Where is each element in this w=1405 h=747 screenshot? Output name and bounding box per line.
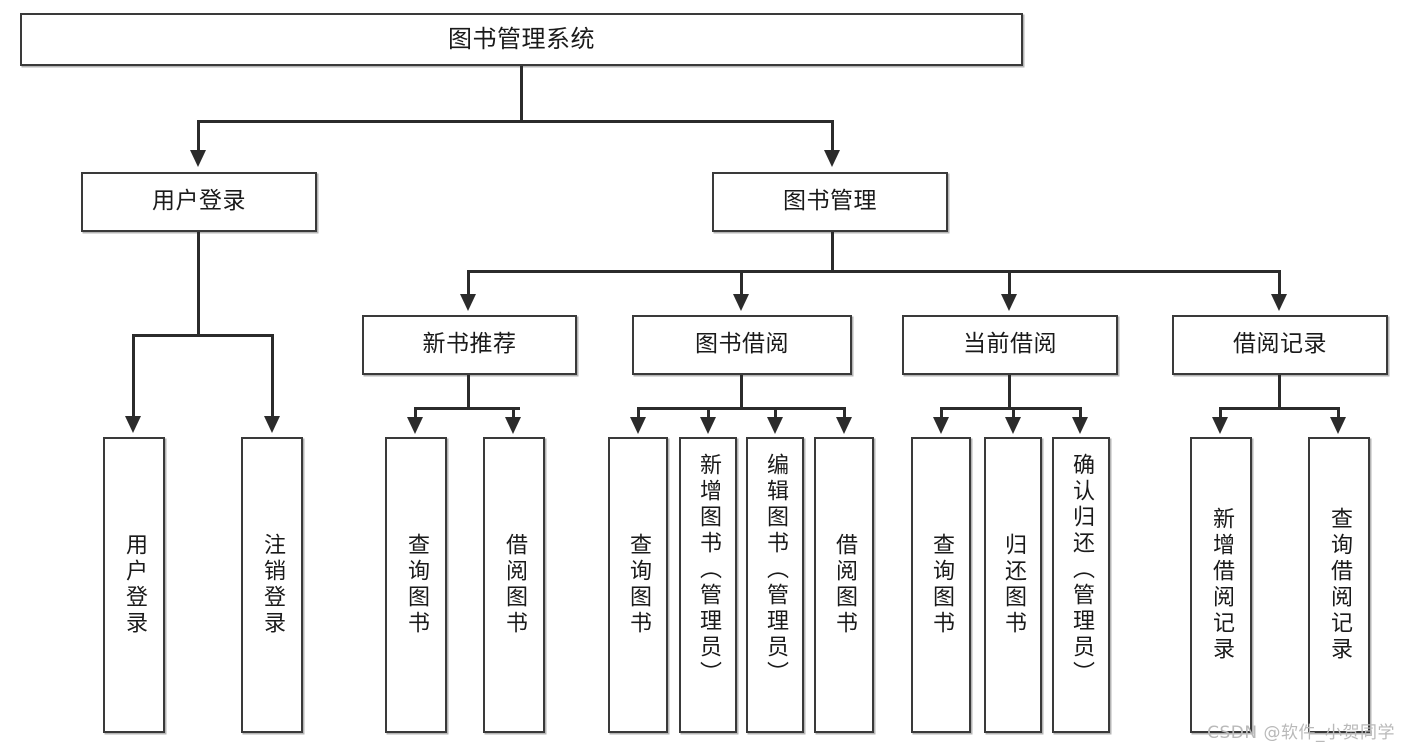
node-leaf-borrow-book-2[interactable]: 借阅图书 [814, 437, 874, 733]
node-leaf-borrow-book-2-label: 借阅图书 [832, 533, 857, 637]
node-leaf-query-borrow-record[interactable]: 查询借阅记录 [1308, 437, 1370, 733]
connector-book-borrow-stem [740, 375, 743, 409]
arrowhead-current-borrow-leaf-1 [933, 417, 949, 434]
connector-current-borrow-to-leaf-1 [940, 407, 943, 419]
node-new-book-recommend[interactable]: 新书推荐 [362, 315, 577, 375]
arrowhead-book-borrow-leaf-4 [836, 417, 852, 434]
arrowhead-book-borrow-leaf-2 [700, 417, 716, 434]
connector-user-login-bus [132, 334, 274, 337]
connector-new-book-bus [414, 407, 520, 410]
node-leaf-logout-login[interactable]: 注销登录 [241, 437, 303, 733]
connector-bm-to-book-borrow [740, 270, 743, 296]
node-borrow-record-label: 借阅记录 [1233, 331, 1327, 358]
arrowhead-borrow-record-leaf-1 [1212, 417, 1228, 434]
connector-root-bus [197, 120, 834, 123]
node-root-system[interactable]: 图书管理系统 [20, 13, 1023, 66]
arrowhead-bm-book-borrow [733, 294, 749, 311]
node-leaf-query-book-2-label: 查询图书 [626, 533, 651, 637]
arrowhead-current-borrow-leaf-2 [1005, 417, 1021, 434]
node-leaf-return-book[interactable]: 归还图书 [984, 437, 1042, 733]
node-leaf-confirm-return-admin-label: 确认归还（管理员） [1069, 453, 1094, 687]
connector-current-borrow-bus [940, 407, 1082, 410]
arrowhead-current-borrow-leaf-3 [1072, 417, 1088, 434]
connector-book-borrow-to-leaf-1 [637, 407, 640, 419]
arrowhead-root-to-user-login [190, 150, 206, 167]
arrowhead-bm-borrow-record [1271, 294, 1287, 311]
arrowhead-user-login-leaf-1 [125, 416, 141, 433]
node-leaf-add-book-admin-label: 新增图书（管理员） [696, 453, 721, 687]
node-leaf-query-book-3-label: 查询图书 [929, 533, 954, 637]
arrowhead-book-borrow-leaf-1 [630, 417, 646, 434]
node-leaf-query-book-1[interactable]: 查询图书 [385, 437, 447, 733]
connector-root-stem [520, 66, 523, 120]
connector-borrow-record-to-leaf-2 [1337, 407, 1340, 419]
node-current-borrow-label: 当前借阅 [963, 331, 1057, 358]
node-leaf-logout-login-label: 注销登录 [260, 533, 285, 637]
connector-user-login-stem [197, 232, 200, 336]
connector-bm-to-current-borrow [1008, 270, 1011, 296]
node-leaf-return-book-label: 归还图书 [1001, 533, 1026, 637]
connector-book-borrow-to-leaf-4 [843, 407, 846, 419]
node-leaf-user-login-label: 用户登录 [122, 533, 147, 637]
node-leaf-user-login[interactable]: 用户登录 [103, 437, 165, 733]
node-leaf-query-book-2[interactable]: 查询图书 [608, 437, 668, 733]
connector-book-borrow-bus [637, 407, 845, 410]
connector-current-borrow-to-leaf-3 [1079, 407, 1082, 419]
connector-new-book-stem [467, 375, 470, 409]
csdn-watermark: CSDN @软件_小贺同学 [1207, 723, 1395, 743]
connector-book-management-stem [831, 232, 834, 272]
node-leaf-borrow-book-1[interactable]: 借阅图书 [483, 437, 545, 733]
arrowhead-book-borrow-leaf-3 [767, 417, 783, 434]
node-leaf-edit-book-admin-label: 编辑图书（管理员） [763, 453, 788, 687]
connector-bm-to-borrow-record [1278, 270, 1281, 296]
node-leaf-query-borrow-record-label: 查询借阅记录 [1327, 507, 1352, 663]
arrowhead-new-book-leaf-2 [505, 417, 521, 434]
connector-user-login-to-leaf-1 [132, 334, 135, 418]
node-leaf-add-book-admin[interactable]: 新增图书（管理员） [679, 437, 737, 733]
node-leaf-confirm-return-admin[interactable]: 确认归还（管理员） [1052, 437, 1110, 733]
node-borrow-record[interactable]: 借阅记录 [1172, 315, 1388, 375]
node-root-system-label: 图书管理系统 [448, 25, 595, 54]
node-leaf-add-borrow-record[interactable]: 新增借阅记录 [1190, 437, 1252, 733]
connector-borrow-record-bus [1219, 407, 1339, 410]
node-book-management[interactable]: 图书管理 [712, 172, 948, 232]
connector-new-book-to-leaf-2 [512, 407, 515, 419]
connector-current-borrow-stem [1008, 375, 1011, 409]
node-user-login-label: 用户登录 [152, 188, 246, 215]
node-leaf-query-book-1-label: 查询图书 [404, 533, 429, 637]
node-book-management-label: 图书管理 [783, 188, 877, 215]
connector-borrow-record-stem [1278, 375, 1281, 409]
node-user-login[interactable]: 用户登录 [81, 172, 317, 232]
connector-borrow-record-to-leaf-1 [1219, 407, 1222, 419]
node-new-book-recommend-label: 新书推荐 [422, 331, 517, 358]
connector-user-login-to-leaf-2 [271, 334, 274, 418]
node-leaf-query-book-3[interactable]: 查询图书 [911, 437, 971, 733]
connector-book-borrow-to-leaf-3 [774, 407, 777, 419]
arrowhead-user-login-leaf-2 [264, 416, 280, 433]
node-book-borrow-label: 图书借阅 [695, 331, 789, 358]
node-leaf-borrow-book-1-label: 借阅图书 [502, 533, 527, 637]
connector-new-book-to-leaf-1 [414, 407, 417, 419]
arrowhead-new-book-leaf-1 [407, 417, 423, 434]
node-leaf-edit-book-admin[interactable]: 编辑图书（管理员） [746, 437, 804, 733]
connector-current-borrow-to-leaf-2 [1012, 407, 1015, 419]
node-current-borrow[interactable]: 当前借阅 [902, 315, 1118, 375]
arrowhead-root-to-book-management [824, 150, 840, 167]
connector-book-management-bus [467, 270, 1281, 273]
connector-book-borrow-to-leaf-2 [707, 407, 710, 419]
connector-root-to-user-login [197, 120, 200, 152]
connector-bm-to-new-book [467, 270, 470, 296]
connector-root-to-book-management [831, 120, 834, 152]
arrowhead-bm-new-book [460, 294, 476, 311]
arrowhead-borrow-record-leaf-2 [1330, 417, 1346, 434]
node-book-borrow[interactable]: 图书借阅 [632, 315, 852, 375]
arrowhead-bm-current-borrow [1001, 294, 1017, 311]
node-leaf-add-borrow-record-label: 新增借阅记录 [1209, 507, 1234, 663]
